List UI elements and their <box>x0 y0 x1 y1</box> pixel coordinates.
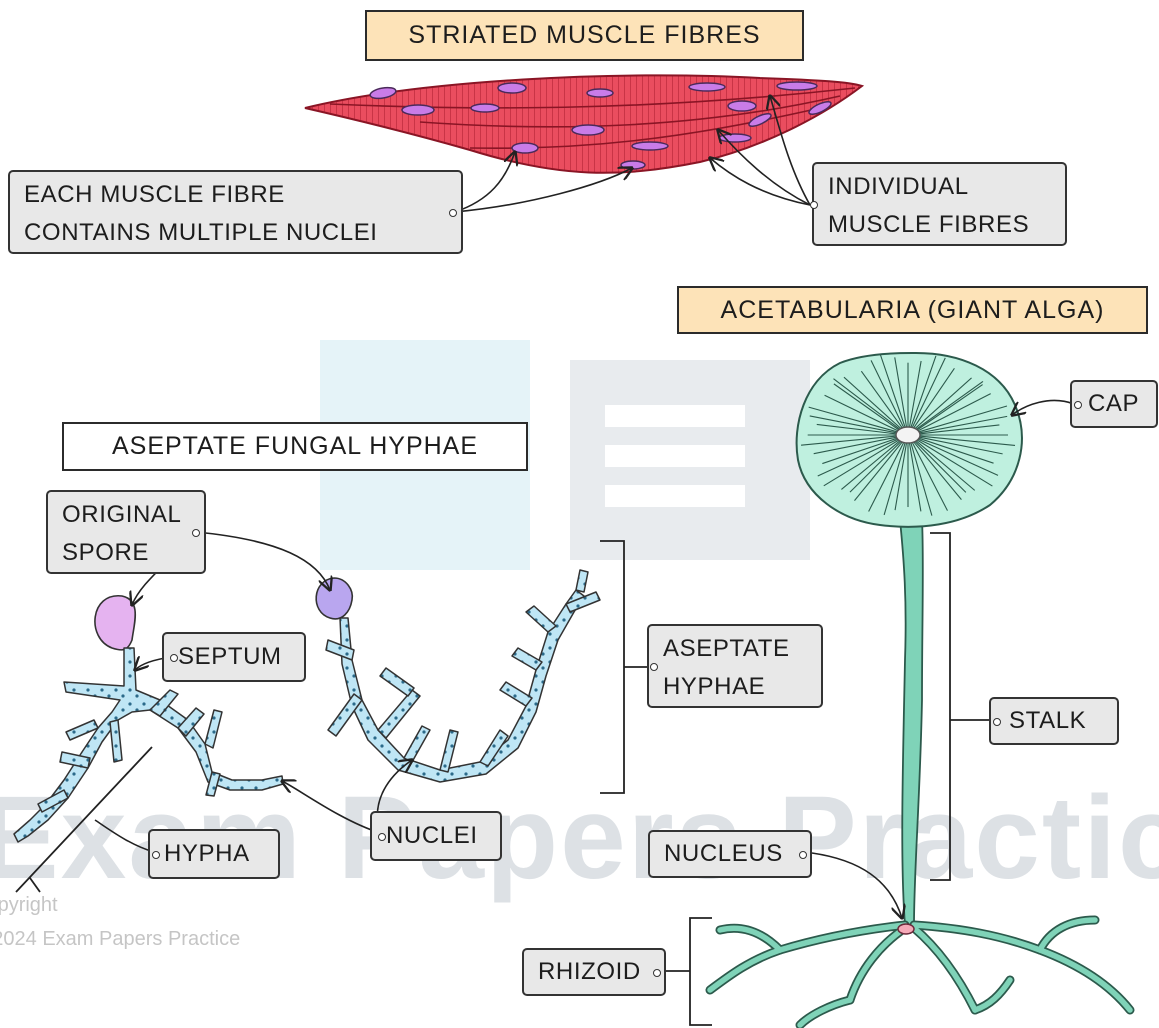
title-acetabularia: ACETABULARIA (GIANT ALGA) <box>677 286 1148 334</box>
title-aseptate-fungal-hyphae: ASEPTATE FUNGAL HYPHAE <box>62 422 528 471</box>
label-cap: CAP <box>1070 380 1158 428</box>
label-septum-text: SEPTUM <box>178 638 304 676</box>
label-stalk-text: STALK <box>1009 702 1117 740</box>
label-cap-text: CAP <box>1088 385 1156 423</box>
right-hypha <box>326 570 600 782</box>
label-aseptate-line1: ASEPTATE <box>663 630 821 668</box>
title-striated-muscle: STRIATED MUSCLE FIBRES <box>365 10 804 61</box>
label-original-spore: ORIGINAL SPORE <box>46 490 206 574</box>
label-fibres-line1: INDIVIDUAL <box>828 168 1065 206</box>
brackets <box>16 533 990 1025</box>
label-hypha: HYPHA <box>148 829 280 879</box>
label-multiple-nuclei-line2: CONTAINS MULTIPLE NUCLEI <box>24 214 461 252</box>
label-rhizoid-text: RHIZOID <box>538 953 664 991</box>
label-multiple-nuclei-line1: EACH MUSCLE FIBRE <box>24 176 461 214</box>
label-spore-line1: ORIGINAL <box>62 496 204 534</box>
alga-nucleus <box>898 924 914 934</box>
label-nuclei: NUCLEI <box>370 811 502 861</box>
label-nucleus: NUCLEUS <box>648 830 812 878</box>
label-multiple-nuclei: EACH MUSCLE FIBRE CONTAINS MULTIPLE NUCL… <box>8 170 463 254</box>
label-individual-muscle-fibres: INDIVIDUAL MUSCLE FIBRES <box>812 162 1067 246</box>
label-septum: SEPTUM <box>162 632 306 682</box>
label-rhizoid: RHIZOID <box>522 948 666 996</box>
label-fibres-line2: MUSCLE FIBRES <box>828 206 1065 244</box>
label-spore-line2: SPORE <box>62 534 204 572</box>
label-aseptate-line2: HYPHAE <box>663 668 821 706</box>
label-aseptate-hyphae: ASEPTATE HYPHAE <box>647 624 823 708</box>
label-stalk: STALK <box>989 697 1119 745</box>
label-nucleus-text: NUCLEUS <box>664 835 810 873</box>
label-nuclei-text: NUCLEI <box>386 817 500 855</box>
label-hypha-text: HYPHA <box>164 835 278 873</box>
